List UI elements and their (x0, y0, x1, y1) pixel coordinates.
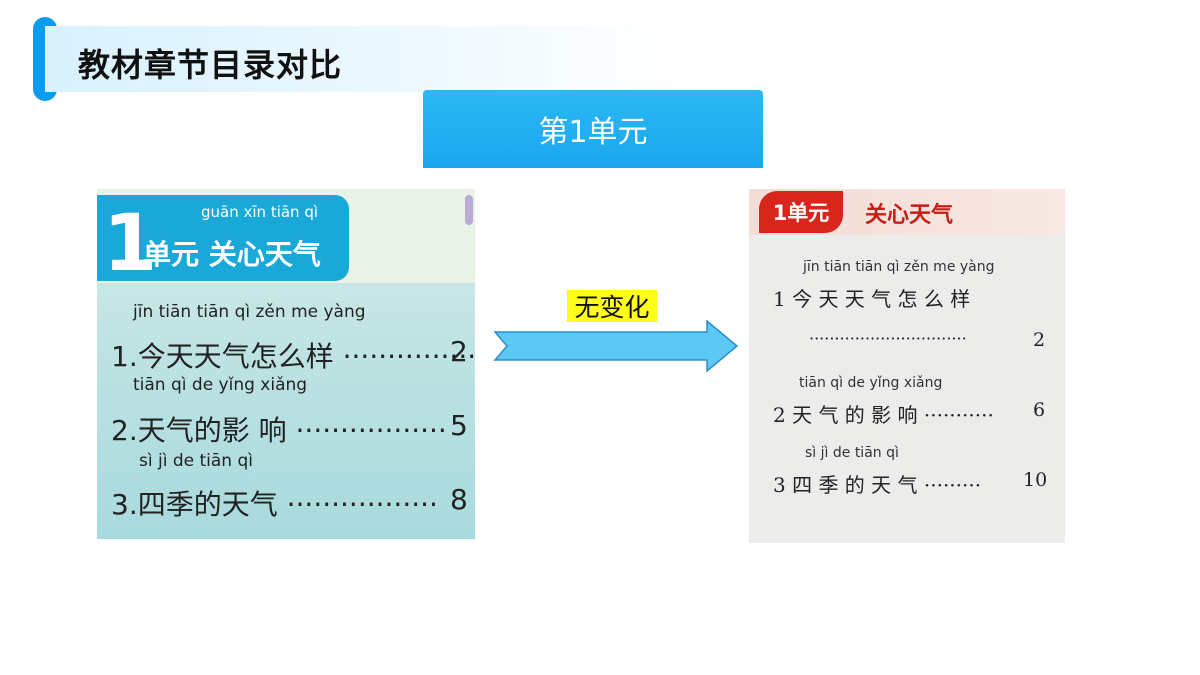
left-item-page: 8 (450, 483, 468, 516)
left-textbook-toc: 1 guān xīn tiān qì 单元 关心天气 jīn tiān tiān… (97, 189, 475, 539)
left-unit-header: 1 guān xīn tiān qì 单元 关心天气 (97, 195, 349, 289)
left-item-text: 1.今天天气怎么样 ················· (111, 340, 475, 373)
right-item-page: 6 (1033, 399, 1046, 421)
left-unit-title: 单元 关心天气 (143, 238, 321, 271)
left-unit-number: 1 (103, 199, 158, 289)
right-item-text: 3 四 季 的 天 气 ········· (773, 473, 982, 497)
right-item-page: 10 (1023, 469, 1048, 491)
right-item-pinyin: sì jì de tiān qì (805, 445, 899, 461)
right-unit-label: 1单元 (759, 191, 843, 233)
left-item-pinyin: tiān qì de yǐng xiǎng (133, 375, 308, 395)
left-item-text: 3.四季的天气 ················· (111, 488, 438, 521)
title-band (45, 26, 685, 92)
right-item-pinyin: tiān qì de yǐng xiǎng (799, 375, 943, 391)
right-item-page: 2 (1033, 329, 1046, 351)
page-title: 教材章节目录对比 (78, 46, 343, 84)
no-change-label: 无变化 (567, 290, 657, 322)
left-item-pinyin: sì jì de tiān qì (139, 451, 253, 471)
left-decoration (465, 195, 473, 225)
left-item-pinyin: jīn tiān tiān qì zěn me yàng (133, 302, 366, 322)
left-item-page: 5 (450, 409, 468, 442)
right-item-text: 2 天 气 的 影 响 ··········· (773, 403, 994, 427)
left-item-page: 2 (450, 335, 468, 368)
left-item-text: 2.天气的影 响 ················· (111, 414, 447, 447)
right-item-dots: ······························· (809, 329, 967, 348)
unit-banner: 第1单元 (423, 90, 763, 168)
right-textbook-toc: 1单元 关心天气 jīn tiān tiān qì zěn me yàng 1 … (749, 189, 1065, 543)
right-item-text: 1 今 天 天 气 怎 么 样 (773, 287, 971, 311)
right-unit-title: 关心天气 (865, 203, 954, 228)
left-title-pinyin: guān xīn tiān qì (201, 203, 319, 221)
right-item-pinyin: jīn tiān tiān qì zěn me yàng (803, 259, 995, 275)
right-arrow-icon (493, 319, 739, 373)
